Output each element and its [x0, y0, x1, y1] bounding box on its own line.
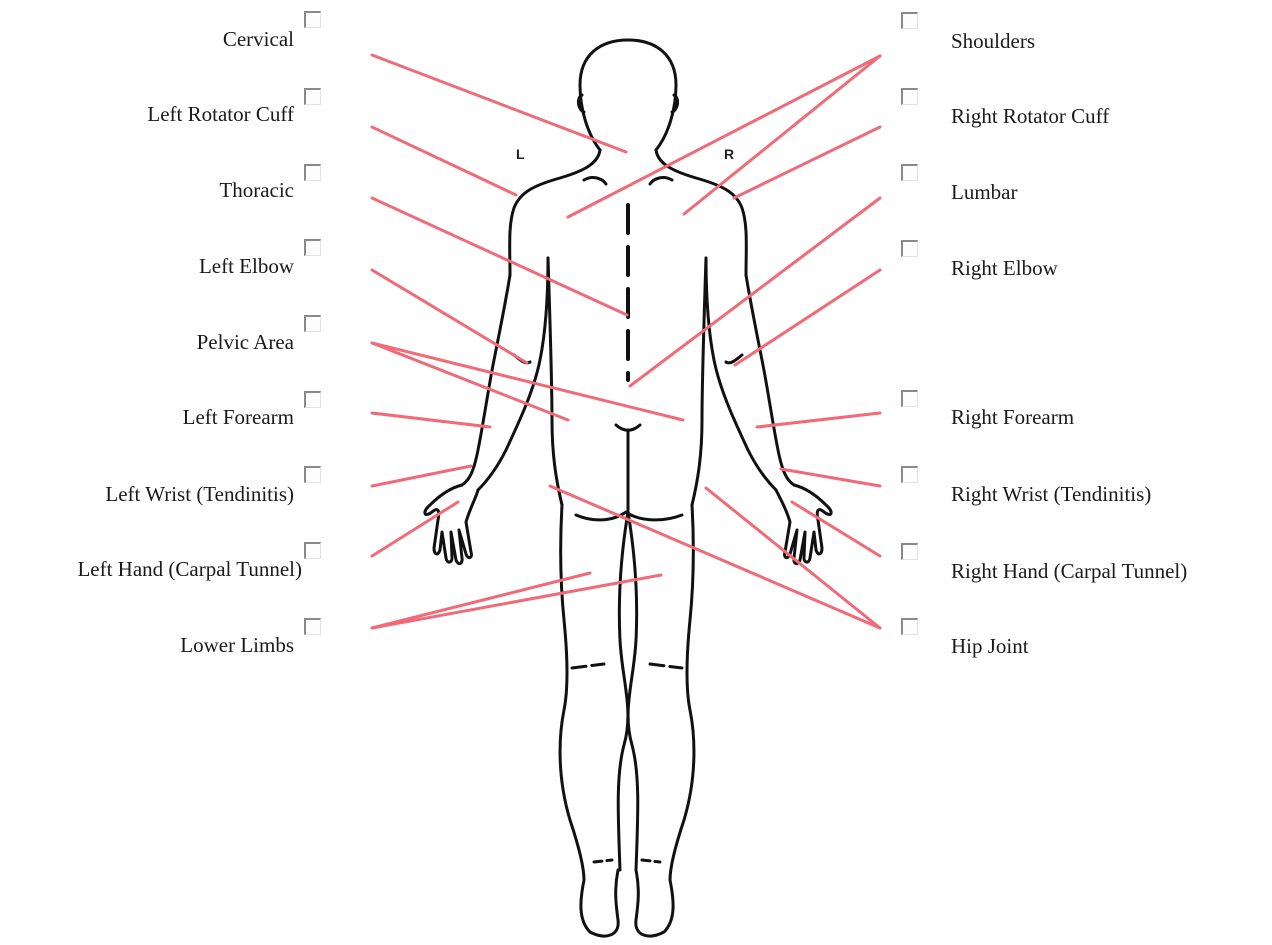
pointer-line-shoulders-a [568, 56, 880, 217]
label-cervical: Cervical [223, 29, 294, 50]
pointer-line-right-wrist [781, 469, 880, 486]
checkbox-right-rotator-cuff[interactable] [901, 88, 918, 105]
label-left-elbow: Left Elbow [199, 256, 294, 277]
label-right-forearm: Right Forearm [951, 407, 1074, 428]
label-lumbar: Lumbar [951, 182, 1017, 203]
checkbox-thoracic[interactable] [304, 164, 321, 181]
pointer-line-hip-joint-a [550, 486, 880, 628]
pointer-line-hip-joint-b [706, 488, 880, 628]
label-left-rotator-cuff: Left Rotator Cuff [147, 104, 294, 125]
left-side-marker: L [516, 146, 525, 162]
checkbox-right-elbow[interactable] [901, 240, 918, 257]
label-right-wrist: Right Wrist (Tendinitis) [951, 484, 1151, 505]
checkbox-lumbar[interactable] [901, 164, 918, 181]
pointer-line-left-wrist [372, 466, 471, 486]
right-side-marker: R [724, 146, 734, 162]
checkbox-right-wrist[interactable] [901, 466, 918, 483]
checkbox-right-hand[interactable] [901, 543, 918, 560]
label-right-elbow: Right Elbow [951, 258, 1058, 279]
label-shoulders: Shoulders [951, 31, 1035, 52]
label-hip-joint: Hip Joint [951, 636, 1029, 657]
checkbox-left-rotator-cuff[interactable] [304, 88, 321, 105]
label-pelvic-area: Pelvic Area [197, 332, 294, 353]
label-right-hand: Right Hand (Carpal Tunnel) [951, 561, 1187, 582]
pointer-line-lumbar [630, 198, 880, 386]
label-thoracic: Thoracic [219, 180, 294, 201]
checkbox-left-elbow[interactable] [304, 239, 321, 256]
label-left-forearm: Left Forearm [183, 407, 294, 428]
pointer-line-left-rotator-cuff [372, 127, 516, 195]
label-lower-limbs: Lower Limbs [180, 635, 294, 656]
label-left-hand: Left Hand (Carpal Tunnel) [77, 559, 302, 580]
checkbox-lower-limbs[interactable] [304, 618, 321, 635]
pointer-line-lower-limbs-a [372, 573, 590, 628]
pointer-line-cervical [372, 55, 626, 152]
pointer-line-right-elbow [735, 270, 880, 365]
checkbox-hip-joint[interactable] [901, 618, 918, 635]
pointer-line-lower-limbs-b [372, 575, 661, 628]
pointer-line-pelvic-area-a [372, 343, 568, 420]
checkbox-left-hand[interactable] [304, 542, 321, 559]
checkbox-shoulders[interactable] [901, 12, 918, 29]
pointer-line-right-forearm [757, 413, 880, 427]
pointer-line-left-forearm [372, 413, 490, 427]
pointer-line-shoulders-b [684, 56, 880, 214]
checkbox-pelvic-area[interactable] [304, 315, 321, 332]
pointer-line-thoracic [372, 198, 627, 315]
label-right-rotator-cuff: Right Rotator Cuff [951, 106, 1109, 127]
checkbox-cervical[interactable] [304, 11, 321, 28]
label-left-wrist: Left Wrist (Tendinitis) [105, 484, 294, 505]
checkbox-left-forearm[interactable] [304, 391, 321, 408]
checkbox-left-wrist[interactable] [304, 466, 321, 483]
checkbox-right-forearm[interactable] [901, 390, 918, 407]
pointer-line-right-rotator-cuff [734, 127, 880, 198]
